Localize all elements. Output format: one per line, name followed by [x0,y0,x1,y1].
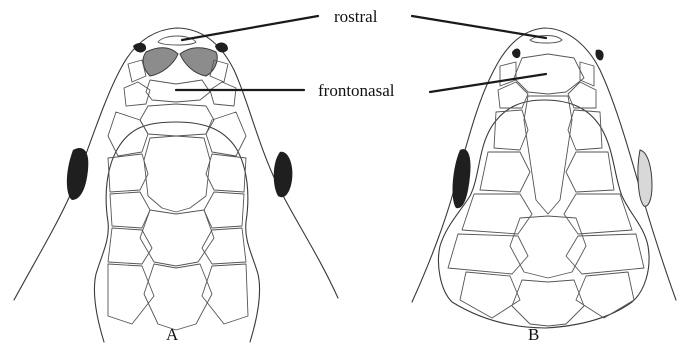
head-B-outline [412,28,676,302]
panel-label-A: A [166,325,179,344]
head-A: A [14,28,338,344]
head-A-internasal-right [180,48,217,76]
head-A-nostril-left [133,43,146,53]
head-A-eye-right [274,152,293,197]
head-B-nostril-left [512,49,520,59]
leader-rostral-A [182,16,318,40]
panel-label-B: B [528,325,539,344]
label-rostral: rostral [334,7,378,26]
head-B-nostril-right [595,50,603,61]
head-A-frontal [140,104,214,136]
head-A-eye-left [67,148,89,200]
head-A-scale-row1 [124,60,236,106]
head-B-upper-scales [498,62,596,108]
head-A-lower-scales [108,264,248,330]
leader-rostral-B [412,16,546,38]
head-B-parietal [510,216,586,278]
head-B-frontal [524,96,572,214]
head-A-rostral-scale [158,36,196,45]
head-B-eye-right [638,150,652,206]
head-A-body [94,122,259,342]
leader-frontonasal-B [430,74,546,92]
head-B-right-shields [564,110,644,274]
head-A-nostril-right [215,42,228,52]
head-A-internasal-left [143,48,178,76]
label-frontonasal: frontonasal [318,81,395,100]
head-A-left-shields [108,112,152,264]
